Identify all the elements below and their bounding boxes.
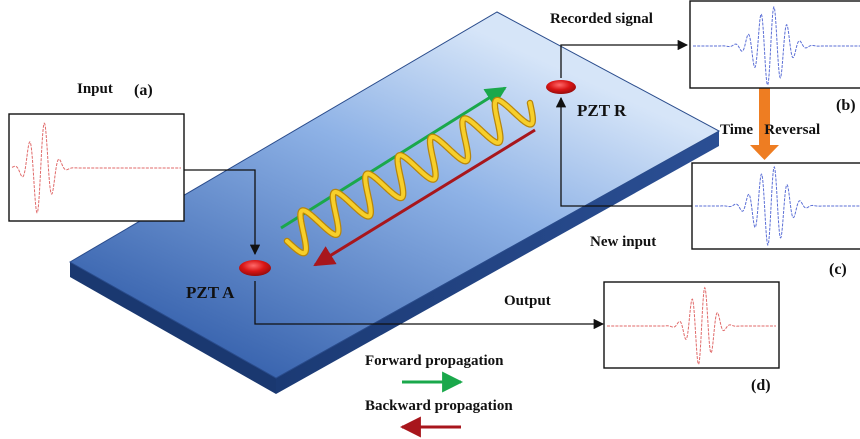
recorded-wire	[560, 39, 689, 78]
output-signal-box	[603, 281, 780, 369]
output-wire	[254, 281, 605, 330]
pzt-r-label: PZT R	[577, 101, 627, 120]
input-label: Input	[77, 81, 113, 97]
new-input-label: New input	[590, 234, 656, 250]
legend-backward-label: Backward propagation	[365, 398, 513, 414]
forward-arrow-on-plate	[280, 86, 507, 230]
panel-d-label: (d)	[751, 377, 771, 394]
output-label: Output	[504, 293, 551, 309]
pzt-a-label: PZT A	[186, 283, 235, 302]
panel-a-label: (a)	[134, 82, 153, 99]
backward-arrow-on-plate	[313, 128, 536, 267]
recorded-signal-waveform	[693, 5, 860, 86]
recorded-signal-label: Recorded signal	[550, 11, 653, 27]
pzt-r-transducer	[546, 80, 576, 94]
time-reversal-label: Time Reversal	[720, 122, 820, 138]
input-wire	[184, 169, 261, 256]
plate-side-edge	[70, 262, 276, 394]
pzt-a-transducer	[239, 260, 271, 276]
new-input-signal-waveform	[695, 165, 860, 247]
plate-front-edge	[276, 131, 719, 394]
time-reversal-arrow	[750, 87, 779, 160]
output-signal-waveform	[607, 286, 776, 365]
input-signal-waveform	[11, 122, 181, 214]
guided-wave-highlight	[285, 98, 535, 256]
new-input-wire	[555, 96, 692, 207]
legend-forward-label: Forward propagation	[365, 353, 504, 369]
panel-c-label: (c)	[829, 261, 847, 278]
panel-b-label: (b)	[836, 97, 856, 114]
